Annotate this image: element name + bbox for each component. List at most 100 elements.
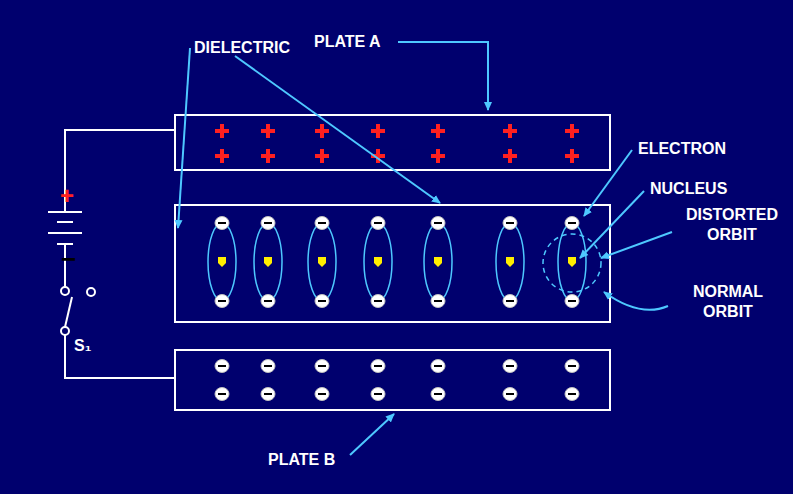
electron [315,295,329,308]
part-label: NUCLEUS [650,179,727,199]
electron-sign [218,393,226,395]
electron-sign [218,222,226,224]
electron [371,217,385,230]
distorted-orbit [364,223,392,301]
nucleus [374,257,382,267]
electron [503,360,517,373]
electron [431,388,445,401]
electron-sign [568,393,576,395]
electron-sign [568,365,576,367]
electron [431,360,445,373]
electron [431,295,445,308]
electron [215,388,229,401]
nucleus [318,257,326,267]
electron [371,388,385,401]
electron [565,217,579,230]
electron-sign [434,300,442,302]
part-label: ELECTRON [638,139,726,159]
electron [315,360,329,373]
positive-charge [503,124,517,138]
electron [565,295,579,308]
electron-sign [374,393,382,395]
plate-a [175,115,610,170]
electron-sign [506,365,514,367]
positive-charge [371,124,385,138]
electron-sign [374,365,382,367]
switch-symbol [61,287,95,335]
part-label: DIELECTRIC [194,38,290,58]
electron-sign [506,393,514,395]
electron [371,295,385,308]
polarity-sign: + [60,184,74,208]
positive-charge [431,124,445,138]
part-label: NORMAL ORBIT [672,282,784,322]
electron [371,360,385,373]
electron-sign [264,393,272,395]
electron-sign [568,300,576,302]
switch-label: S₁ [74,336,91,356]
positive-charge [215,124,229,138]
electron [261,388,275,401]
part-label: PLATE A [314,32,381,52]
distorted-orbit [496,223,524,301]
electron-sign [264,222,272,224]
electron [503,388,517,401]
normal-orbit [543,234,601,292]
positive-charge [503,149,517,163]
polarity-sign: − [61,246,76,272]
electron-sign [434,393,442,395]
battery-symbol [48,212,82,244]
nucleus [506,257,514,267]
electron-sign [374,300,382,302]
distorted-orbit [208,223,236,301]
electron [565,360,579,373]
plate-b [175,350,610,410]
electron [215,217,229,230]
electron-sign [218,365,226,367]
distorted-orbit [558,223,586,301]
electron-sign [434,222,442,224]
electron [215,295,229,308]
leader-line [178,42,672,455]
electron [565,388,579,401]
electron-sign [434,365,442,367]
distorted-orbit [308,223,336,301]
positive-charge [565,149,579,163]
positive-charge [315,149,329,163]
electron-sign [264,300,272,302]
electron [261,295,275,308]
part-label: DISTORTED ORBIT [676,205,788,245]
electron-sign [318,365,326,367]
electron-sign [318,393,326,395]
positive-charge [261,149,275,163]
electron [215,360,229,373]
positive-charge [215,149,229,163]
positive-charge [315,124,329,138]
electron-sign [318,222,326,224]
nucleus [218,257,226,267]
electron [503,217,517,230]
electron [503,295,517,308]
positive-charge [431,149,445,163]
electron [261,217,275,230]
distorted-orbit [424,223,452,301]
electron-sign [218,300,226,302]
electron-sign [568,222,576,224]
circuit-wire [65,130,175,378]
electron [261,360,275,373]
electron [431,217,445,230]
electron-sign [374,222,382,224]
part-label: PLATE B [268,450,335,470]
electron-sign [506,300,514,302]
electron-sign [506,222,514,224]
positive-charge [565,124,579,138]
electron [315,388,329,401]
electron-sign [318,300,326,302]
nucleus [568,257,576,267]
electron-sign [264,365,272,367]
nucleus [434,257,442,267]
electron [315,217,329,230]
charge-symbols [208,124,601,401]
nucleus [264,257,272,267]
